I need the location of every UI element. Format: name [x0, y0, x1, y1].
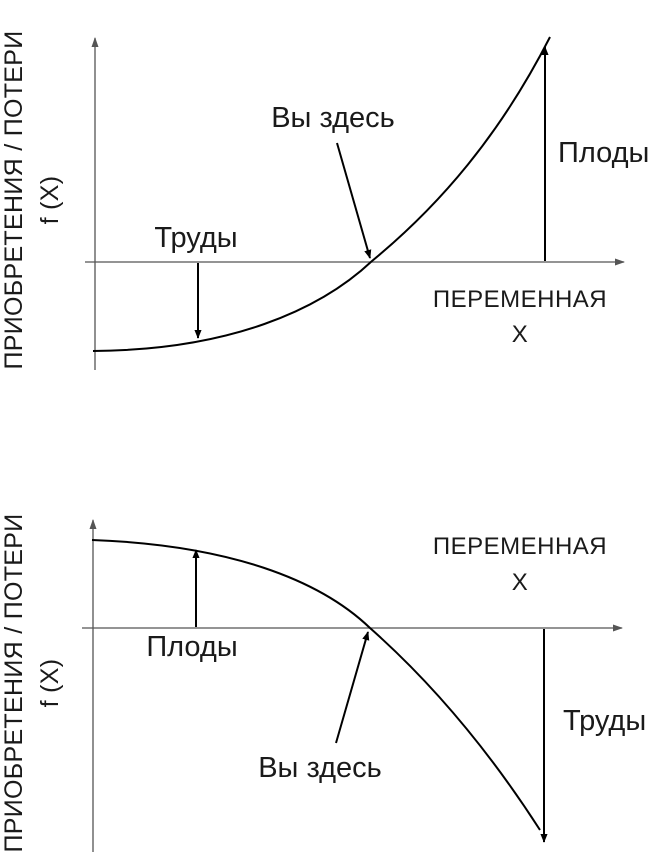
bottom-y-axis-label-line2: f (X) [36, 659, 64, 708]
top-panel: ПРИОБРЕТЕНИЯ / ПОТЕРИ f (X) Труды Вы зде… [0, 31, 649, 370]
top-you-are-here-arrow [336, 142, 372, 259]
top-curve [92, 36, 551, 352]
bottom-panel: ПРИОБРЕТЕНИЯ / ПОТЕРИ f (X) ПЕРЕМЕННАЯ X… [0, 514, 646, 853]
top-y-axis-label-line2: f (X) [36, 176, 64, 225]
top-x-axis-label-line1: ПЕРЕМЕННАЯ [433, 286, 607, 313]
bottom-you-are-here-arrow [335, 631, 370, 744]
bottom-costs-label: Труды [563, 705, 646, 737]
top-benefits-label: Плоды [558, 137, 649, 169]
top-y-axis-label-line1: ПРИОБРЕТЕНИЯ / ПОТЕРИ [0, 31, 28, 370]
bottom-you-are-here-label: Вы здесь [258, 752, 382, 784]
top-you-are-here-label: Вы здесь [271, 102, 395, 134]
top-x-axis-label-line2: X [512, 321, 529, 348]
top-costs-label: Труды [154, 222, 237, 254]
bottom-benefits-label: Плоды [146, 631, 237, 663]
bottom-y-axis-label-line1: ПРИОБРЕТЕНИЯ / ПОТЕРИ [0, 514, 28, 853]
bottom-x-axis-label-line2: X [512, 569, 529, 596]
bottom-curve [91, 539, 541, 831]
bottom-x-axis-label-line1: ПЕРЕМЕННАЯ [433, 533, 607, 560]
